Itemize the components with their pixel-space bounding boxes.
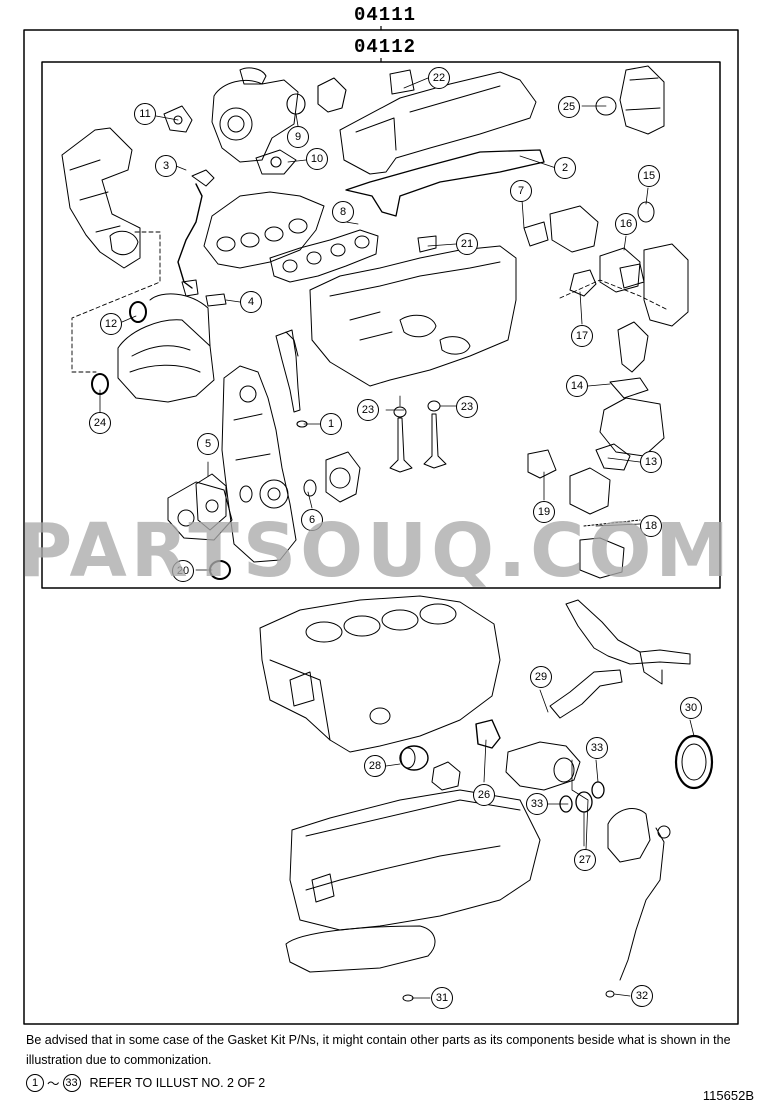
exhaust-manifold (203, 191, 325, 269)
callout-19[interactable]: 19 (533, 501, 555, 523)
callout-4[interactable]: 4 (240, 291, 262, 313)
callout-29[interactable]: 29 (530, 666, 552, 688)
callout-18[interactable]: 18 (640, 515, 662, 537)
oil-dipstick (607, 808, 671, 981)
callout-6[interactable]: 6 (301, 509, 323, 531)
callout-27[interactable]: 27 (574, 849, 596, 871)
callout-13[interactable]: 13 (640, 451, 662, 473)
callout-25[interactable]: 25 (558, 96, 580, 118)
catalytic-converter (61, 127, 141, 269)
callout-31[interactable]: 31 (431, 987, 453, 1009)
callout-32[interactable]: 32 (631, 985, 653, 1007)
water-pump (239, 451, 361, 503)
callout-33-right[interactable]: 33 (586, 737, 608, 759)
water-pipe (549, 599, 691, 719)
kit-04111-label: 04111 (340, 4, 430, 26)
callout-3[interactable]: 3 (155, 155, 177, 177)
callout-24[interactable]: 24 (89, 412, 111, 434)
manifold-gasket (269, 229, 379, 283)
callout-26[interactable]: 26 (473, 784, 495, 806)
leader-lines (99, 77, 695, 999)
callout-9[interactable]: 9 (287, 126, 309, 148)
valve-cover (339, 69, 537, 175)
heat-shield (117, 293, 215, 403)
callout-12[interactable]: 12 (100, 313, 122, 335)
callout-10[interactable]: 10 (306, 148, 328, 170)
oil-pipe (177, 183, 203, 289)
callout-30[interactable]: 30 (680, 697, 702, 719)
egr-cooler (527, 321, 665, 579)
callout-16[interactable]: 16 (615, 213, 637, 235)
callout-23-left[interactable]: 23 (357, 399, 379, 421)
callout-23-right[interactable]: 23 (456, 396, 478, 418)
turbocharger (211, 67, 299, 163)
oil-pan (285, 789, 541, 973)
egr-components (523, 65, 689, 327)
refer-end-circle: 33 (62, 1073, 81, 1092)
watermark: PARTSOUQ.COM (18, 508, 734, 594)
callout-14[interactable]: 14 (566, 375, 588, 397)
gasket-kit-note: Be advised that in some case of the Gask… (26, 1033, 731, 1067)
callout-5[interactable]: 5 (197, 433, 219, 455)
figure-id: 115652B (702, 1088, 754, 1103)
valves (389, 400, 447, 473)
cylinder-block (259, 595, 501, 753)
callout-17[interactable]: 17 (571, 325, 593, 347)
callout-11[interactable]: 11 (134, 103, 156, 125)
callout-15[interactable]: 15 (638, 165, 660, 187)
refer-tilde: ～ (47, 1077, 60, 1091)
callout-22[interactable]: 22 (428, 67, 450, 89)
callout-1[interactable]: 1 (320, 413, 342, 435)
refer-text: REFER TO ILLUST NO. 2 OF 2 (89, 1075, 266, 1090)
refer-note: 1 ～ 33 REFER TO ILLUST NO. 2 OF 2 (26, 1073, 265, 1092)
callout-20[interactable]: 20 (172, 560, 194, 582)
callout-2[interactable]: 2 (554, 157, 576, 179)
oil-pump-gasket (167, 473, 233, 541)
injector (275, 329, 301, 413)
callout-7[interactable]: 7 (510, 180, 532, 202)
refer-start-circle: 1 (26, 1073, 44, 1092)
callout-33-left[interactable]: 33 (526, 793, 548, 815)
thermostat-housing (505, 741, 581, 791)
callout-8[interactable]: 8 (332, 201, 354, 223)
callout-21[interactable]: 21 (456, 233, 478, 255)
kit-04112-label: 04112 (340, 36, 430, 58)
valve-cover-gasket (345, 149, 545, 217)
callout-28[interactable]: 28 (364, 755, 386, 777)
cylinder-head (309, 245, 517, 387)
